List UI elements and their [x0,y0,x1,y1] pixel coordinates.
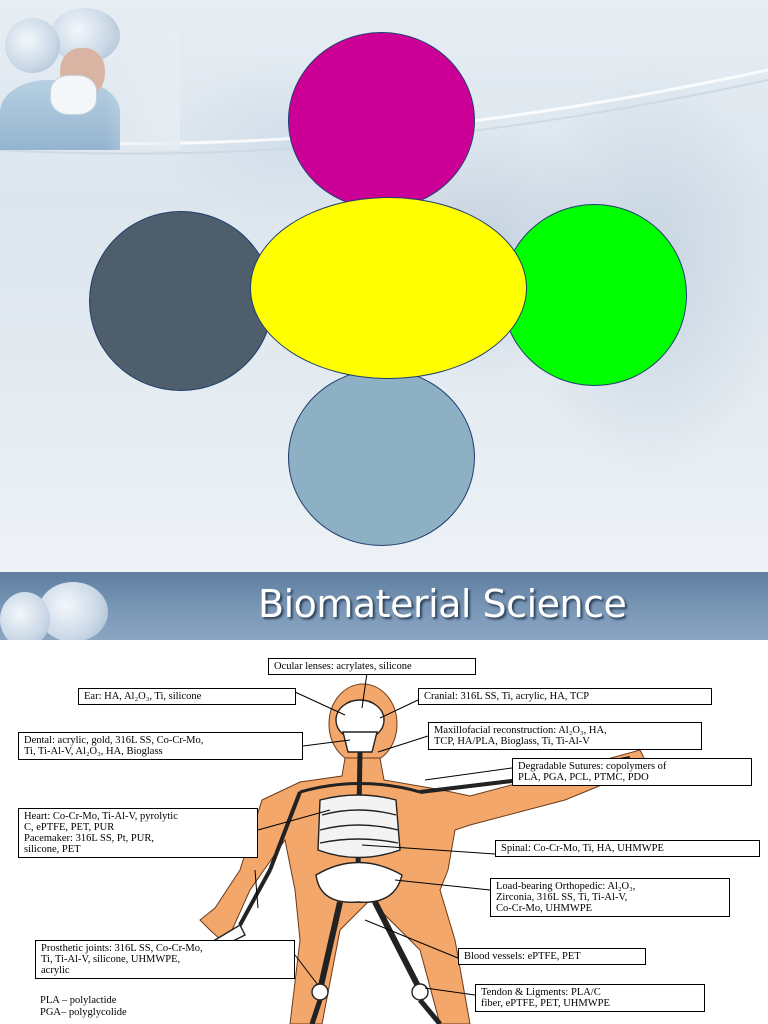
skeleton-biomaterials-figure: Ocular lenses: acrylates, silicone Ear: … [0,640,768,1024]
spinal-label: Spinal: Co-Cr-Mo, Ti, HA, UHMWPE [495,840,760,857]
green-circle [502,204,687,386]
skeleton-drawing [199,665,649,1024]
degradable-sutures-label: Degradable Sutures: copolymers of PLA, P… [512,758,752,786]
slide-title: Biomaterial Science [258,582,627,626]
cranial-label: Cranial: 316L SS, Ti, acrylic, HA, TCP [418,688,712,705]
slide-biomaterial-science: Biomaterial Science [0,572,768,1024]
surgeon-photo [0,572,130,640]
slide-header: Biomaterial Science [0,572,768,640]
heart-pacemaker-label: Heart: Co-Cr-Mo, Ti-Al-V, pyrolytic C, e… [18,808,258,858]
prosthetic-joints-label: Prosthetic joints: 316L SS, Co-Cr-Mo, Ti… [35,940,295,979]
yellow-center-ellipse [250,197,527,379]
slide-diagram [0,0,768,572]
ear-label: Ear: HA, Al₂O₃, Ti, silicone [78,688,296,705]
load-bearing-orthopedic-label: Load-bearing Orthopedic: Al₂O₃, Zirconia… [490,878,730,917]
surgeon-photo [0,0,180,150]
ocular-lenses-label: Ocular lenses: acrylates, silicone [268,658,476,675]
slate-circle [89,211,273,391]
magenta-circle [288,32,475,209]
maxillofacial-label: Maxillofacial reconstruction: Al₂O₃, HA,… [428,722,702,750]
tendon-ligaments-label: Tendon & Ligments: PLA/C fiber, ePTFE, P… [475,984,705,1012]
abbreviation-legend: PLA – polylactide PGA– polyglycolide [40,995,127,1018]
dental-label: Dental: acrylic, gold, 316L SS, Co-Cr-Mo… [18,732,303,760]
blood-vessels-label: Blood vessels: ePTFE, PET [458,948,646,965]
blue-gray-circle [288,369,475,546]
